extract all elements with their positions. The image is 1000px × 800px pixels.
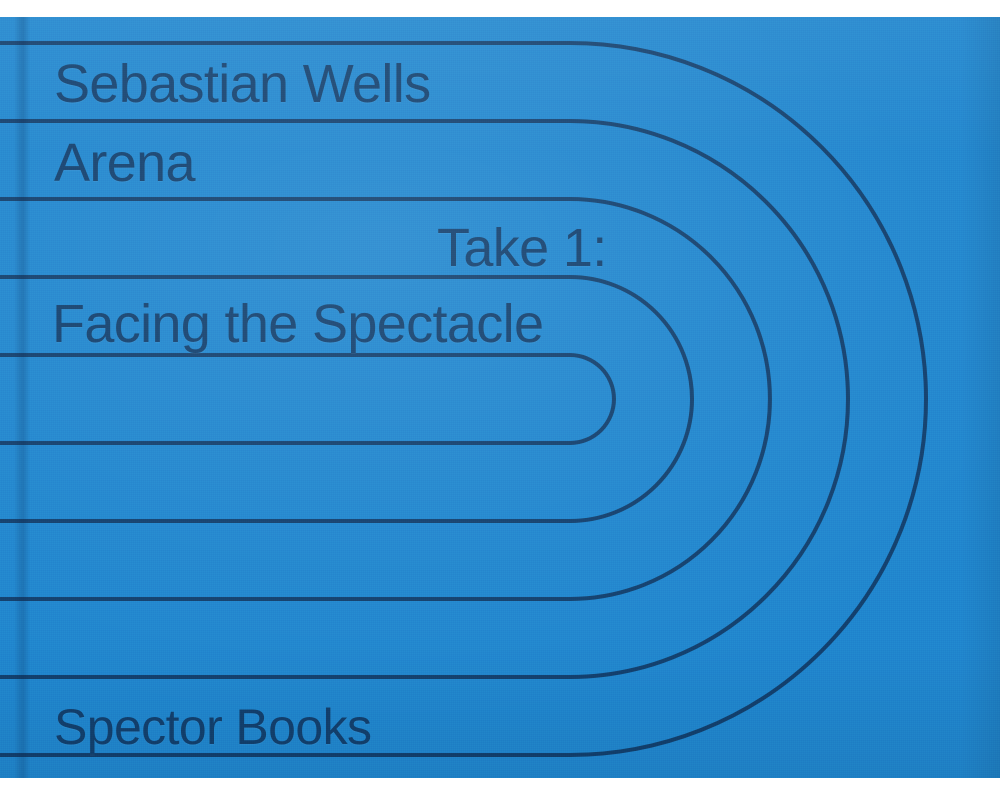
lane-path-1 [0,353,616,445]
book-subtitle: Facing the Spectacle [52,294,544,354]
publisher-name: Spector Books [54,699,372,755]
lane-path-3 [0,197,772,601]
take-label: Take 1: [437,218,607,278]
book-title: Arena [54,133,196,193]
author-name: Sebastian Wells [54,54,431,114]
cover-panel: Sebastian Wells Arena Take 1: Facing the… [0,17,1000,778]
running-track-artwork [0,17,1000,778]
track-lines-svg [0,41,928,757]
lane-path-2 [0,275,694,523]
lane-line-group [0,41,928,757]
lane-path-4 [0,119,850,679]
lane-path-5 [0,41,928,757]
cover-typography: Sebastian Wells Arena Take 1: Facing the… [0,17,1000,778]
